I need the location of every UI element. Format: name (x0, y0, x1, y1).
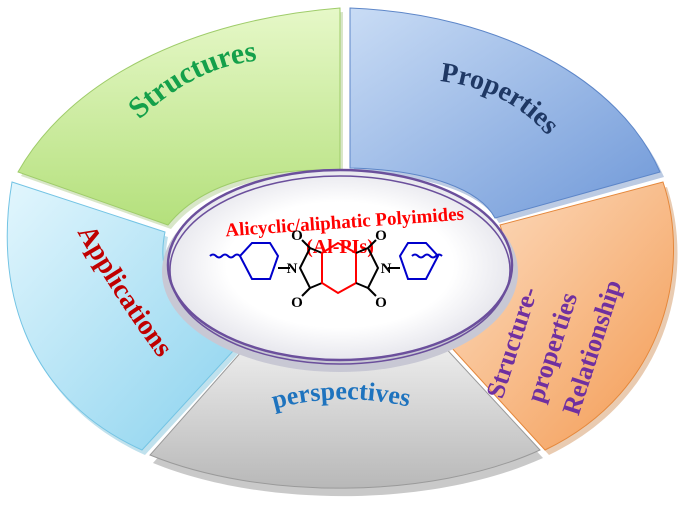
right-cyclohexane-ring (398, 242, 440, 280)
atom-n-right: N (381, 261, 392, 277)
center-title-line2: (Al-PIs) (306, 236, 374, 258)
atom-o-bottom-left: O (291, 295, 303, 311)
segment-structures (17, 7, 343, 229)
atom-o-top-right: O (375, 228, 387, 244)
segment-perspectives (149, 341, 543, 497)
atom-n-left: N (287, 261, 298, 277)
segment-structure-properties-relationship (439, 181, 678, 455)
atom-o-bottom-right: O (375, 295, 387, 311)
molecule-atom-labels: N N O O O O (287, 228, 392, 311)
segment-properties (349, 7, 664, 223)
polyimide-structure (209, 239, 443, 297)
center-disk (162, 168, 518, 372)
atom-o-top-left: O (291, 228, 303, 244)
left-cyclohexane-ring (238, 242, 280, 280)
